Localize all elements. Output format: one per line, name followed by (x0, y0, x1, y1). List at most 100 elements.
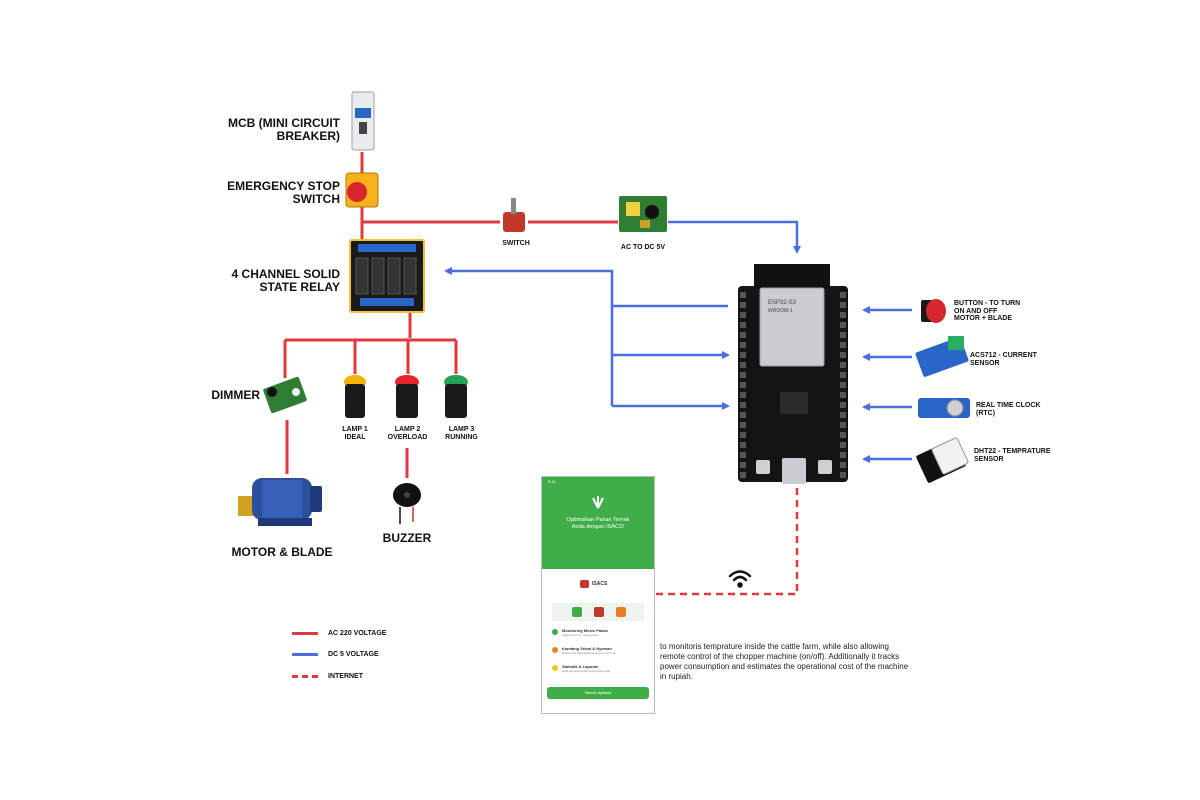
esp32-board-icon (738, 264, 848, 484)
esp32-pin (840, 362, 846, 368)
esp32-chip-label-1: ESP32-S3 (768, 300, 797, 306)
esp32-pin (740, 342, 746, 348)
ac-wiring (283, 152, 618, 478)
rtc-module-icon (918, 398, 970, 418)
esp32-pin (840, 412, 846, 418)
esp32-pin (740, 312, 746, 318)
app-grass-icon (572, 607, 582, 617)
esp32-pin (740, 392, 746, 398)
relay-board-icon (349, 239, 425, 313)
esp32-pin (740, 352, 746, 358)
esp32-pin (740, 472, 746, 478)
motor-label: MOTOR & BLADE (231, 545, 333, 559)
esp32-pin (840, 402, 846, 408)
legend-dc-line (292, 653, 318, 656)
legend-internet-text: INTERNET (328, 673, 363, 680)
app-hero-banner (542, 477, 654, 569)
esp32-pin (840, 302, 846, 308)
esp32-pin (840, 472, 846, 478)
esp32-pin (740, 382, 746, 388)
esp32-pin (740, 372, 746, 378)
esp32-pin-headers (740, 292, 846, 478)
legend-internet-line (292, 675, 318, 678)
dc-wiring (444, 220, 912, 463)
app-logo-text: ISACS (592, 581, 608, 587)
esp32-pin (740, 442, 746, 448)
dimmer-icon (263, 376, 307, 414)
esp32-pin (840, 452, 846, 458)
app-feature-2-sub: Pantau kondisi kandang secara real time (562, 651, 617, 655)
esp32-pin (740, 462, 746, 468)
app-status-time: 9:41 (548, 479, 556, 484)
legend-internet: INTERNET (292, 673, 363, 680)
app-icon-strip (552, 603, 644, 621)
esp32-pin (840, 352, 846, 358)
app-body (547, 569, 649, 687)
lamp-1-icon (344, 375, 366, 418)
acdc-label: AC TO DC 5V (620, 244, 666, 251)
buzzer-label: BUZZER (382, 531, 432, 545)
esp32-pin (840, 422, 846, 428)
legend-dc: DC 5 VOLTAGE (292, 651, 379, 658)
emergency-stop-icon (345, 172, 379, 208)
esp32-pin (740, 302, 746, 308)
app-feature-2: Kandang Sehat & Nyaman Pantau kondisi ka… (548, 645, 648, 659)
acdc-module-icon (619, 196, 667, 232)
legend-ac-text: AC 220 VOLTAGE (328, 630, 387, 637)
wifi-icon (728, 570, 752, 588)
app-enter-button[interactable]: Masuk Aplikasi (547, 687, 649, 699)
app-barn-icon (594, 607, 604, 617)
app-feature-3-sub: Data lengkap untuk keputusan tepat (562, 669, 611, 673)
app-feature-2-title: Kandang Sehat & Nyaman (562, 646, 612, 651)
esp32-chip-label-2: WROOM-1 (768, 308, 793, 314)
app-chart-icon (616, 607, 626, 617)
app-feature-3-dot (552, 665, 558, 671)
motor-icon (238, 478, 322, 526)
switch-label: SWITCH (502, 240, 530, 247)
esp32-pin (840, 342, 846, 348)
esp32-pin (840, 292, 846, 298)
app-feature-1-dot (552, 629, 558, 635)
esp32-pin (740, 412, 746, 418)
esp32-pin (840, 392, 846, 398)
esp32-pin (840, 312, 846, 318)
app-feature-3: Statistik & Laporan Data lengkap untuk k… (548, 663, 648, 677)
esp32-pin (840, 322, 846, 328)
mcb-icon (351, 91, 375, 151)
dimmer-label: DIMMER (211, 388, 260, 402)
app-leaf-icon (592, 496, 604, 509)
current-sensor-icon (915, 336, 969, 377)
esp32-pin (740, 362, 746, 368)
esp32-pin (740, 402, 746, 408)
dht22-sensor-icon (916, 437, 969, 483)
app-feature-1-title: Monitoring Mesin Pakan (562, 628, 609, 633)
esp32-pin (840, 432, 846, 438)
esp32-pin (740, 432, 746, 438)
esp32-pin (740, 322, 746, 328)
app-feature-3-title: Statistik & Laporan (562, 664, 599, 669)
esp32-pin (840, 332, 846, 338)
push-button-icon (921, 299, 946, 323)
app-feature-2-dot (552, 647, 558, 653)
esp32-pin (840, 462, 846, 468)
legend-dc-text: DC 5 VOLTAGE (328, 651, 379, 658)
app-feature-1: Monitoring Mesin Pakan Jaga performa mes… (548, 627, 648, 641)
esp32-pin (740, 292, 746, 298)
rtc-label: REAL TIME CLOCK(RTC) (976, 402, 1041, 417)
legend-ac: AC 220 VOLTAGE (292, 630, 386, 637)
app-feature-1-sub: Jaga performa mesin anda (562, 633, 598, 637)
esp32-pin (740, 452, 746, 458)
app-logo-icon (580, 580, 589, 588)
esp32-pin (740, 332, 746, 338)
